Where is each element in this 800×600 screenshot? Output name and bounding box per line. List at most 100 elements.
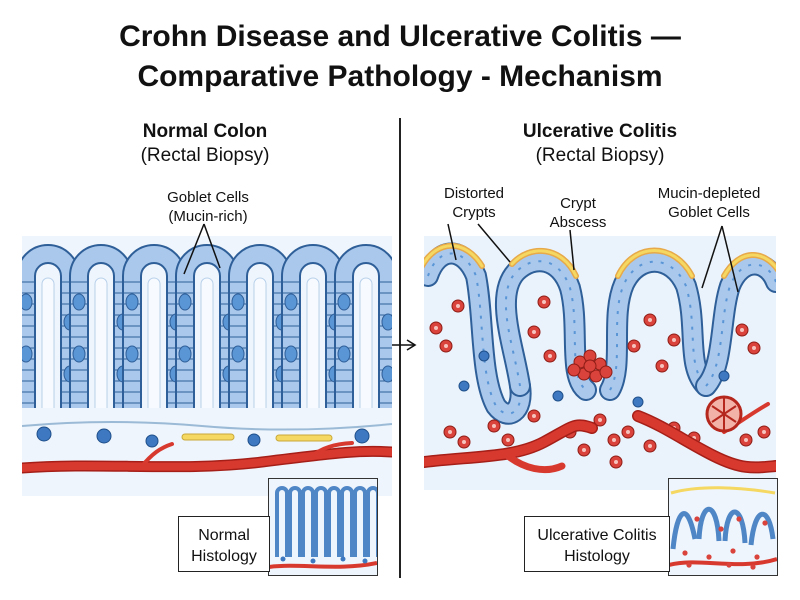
mucus-layer [424, 244, 484, 268]
crypt-abscess-label: Crypt Abscess [532, 194, 624, 232]
thumbnail-cell [340, 556, 346, 562]
mucin-depleted-label-line-2: Goblet Cells [668, 204, 750, 221]
uc-histology-image [669, 479, 777, 575]
inflammatory-cell-nucleus [506, 438, 510, 442]
goblet-cells-pointer [183, 223, 221, 275]
goblet-cell [231, 345, 245, 363]
crypt-abscess-label-line-2: Abscess [549, 214, 607, 231]
ulcerative-colitis-subtitle: (Rectal Biopsy) [535, 145, 665, 166]
thumbnail-inflammatory-cell [718, 526, 724, 532]
normal-crypt [228, 244, 292, 408]
inflammatory-cell-nucleus [648, 318, 652, 322]
inflammatory-cell-nucleus [444, 344, 448, 348]
crypt-lumen [200, 277, 214, 408]
inflammatory-cell-nucleus [752, 346, 756, 350]
lymphocyte [247, 433, 261, 447]
lymphocyte [478, 350, 490, 362]
distorted-crypt [496, 252, 595, 399]
goblet-cell [125, 345, 139, 363]
inflammatory-cell-nucleus [492, 424, 496, 428]
goblet-cell [337, 345, 351, 363]
normal-colon-heading: Normal Colon (Rectal Biopsy) [100, 120, 310, 168]
thumbnail-crypt [353, 486, 367, 557]
thumbnail-inflammatory-cell [686, 562, 692, 568]
inflammatory-cell-nucleus [626, 430, 630, 434]
neutrophil [599, 365, 613, 379]
thumbnail-crypt [314, 486, 328, 557]
thumbnail-inflammatory-cell [682, 550, 688, 556]
lymphocyte [458, 380, 470, 392]
inflammatory-cell-nucleus [548, 354, 552, 358]
goblet-cell [284, 293, 298, 311]
inflammatory-cell-nucleus [632, 344, 636, 348]
goblet-cell [22, 293, 33, 311]
inflammatory-cell-nucleus [532, 414, 536, 418]
thumbnail-crypt [722, 509, 748, 544]
thumbnail-crypt [366, 486, 377, 557]
blood-vessel [22, 447, 392, 472]
goblet-cell [284, 345, 298, 363]
thumbnail-inflammatory-cell [750, 564, 756, 570]
mucus-layer [616, 249, 694, 278]
goblet-cell [381, 365, 392, 383]
goblet-cell [125, 293, 139, 311]
goblet-cell [178, 345, 192, 363]
diagram-title-line-2: Comparative Pathology - Mechanism [137, 60, 663, 93]
crypt-lumen [94, 277, 108, 408]
inflammatory-cell-nucleus [660, 364, 664, 368]
normal-crypt [334, 244, 392, 408]
inflammatory-cell-nucleus [542, 300, 546, 304]
thumbnail-inflammatory-cell [730, 548, 736, 554]
normal-histology-label: Normal Histology [178, 516, 270, 572]
ulcerative-colitis-heading: Ulcerative Colitis (Rectal Biopsy) [480, 120, 720, 168]
thumbnail-cell [280, 556, 286, 562]
thumbnail-vessel [669, 557, 777, 567]
goblet-cell [22, 345, 33, 363]
mucus-layer [722, 253, 776, 278]
neutrophil [583, 359, 597, 373]
crypt-epithelium [283, 246, 343, 408]
neutrophil [567, 363, 581, 377]
lymphocyte [718, 370, 730, 382]
goblet-cell [381, 313, 392, 331]
distorted-crypts-label: Distorted Crypts [426, 184, 522, 222]
inflammatory-cell-nucleus [740, 328, 744, 332]
thumbnail-inflammatory-cell [706, 554, 712, 560]
diagram-title-line-1: Crohn Disease and Ulcerative Colitis — [119, 20, 681, 53]
thumbnail-inflammatory-cell [694, 516, 700, 522]
normal-histology-label-line-2: Histology [191, 548, 257, 565]
blood-vessel [633, 411, 776, 472]
inflammatory-cell-nucleus [614, 460, 618, 464]
crypt-epithelium [71, 246, 131, 408]
thumbnail-crypt [275, 486, 289, 557]
normal-crypts [22, 244, 392, 408]
normal-histology-label-line-1: Normal [198, 527, 250, 544]
crypt-lumen [41, 277, 55, 408]
thumbnail-mucus [670, 486, 776, 495]
thumbnail-crypt [696, 506, 722, 542]
thumbnail-inflammatory-cell [762, 520, 768, 526]
distorted-crypts-label-line-2: Crypts [452, 204, 496, 221]
crypt-epithelium [230, 246, 290, 408]
inflammatory-cell-nucleus [598, 418, 602, 422]
normal-histology-thumbnail [268, 478, 378, 576]
crypt-epithelium [336, 246, 392, 408]
inflammatory-cell-nucleus [672, 338, 676, 342]
thumbnail-crypt [288, 486, 302, 557]
thumbnail-inflammatory-cell [754, 554, 760, 560]
uc-histology-label-line-1: Ulcerative Colitis [537, 527, 657, 544]
distorted-crypt [697, 255, 776, 395]
uc-histology-thumbnail [668, 478, 778, 576]
mucus-strip [181, 433, 235, 441]
ulcerative-colitis-illustration [424, 236, 776, 490]
thumbnail-crypt [327, 486, 341, 557]
vessel-branch [504, 452, 566, 474]
inflammatory-cell-nucleus [448, 430, 452, 434]
thumbnail-crypt [340, 486, 354, 557]
vessel-branch [310, 441, 354, 458]
lymphocyte [96, 428, 112, 444]
lymphocyte [632, 396, 644, 408]
lymphocyte [552, 390, 564, 402]
thumbnail-inflammatory-cell [736, 516, 742, 522]
